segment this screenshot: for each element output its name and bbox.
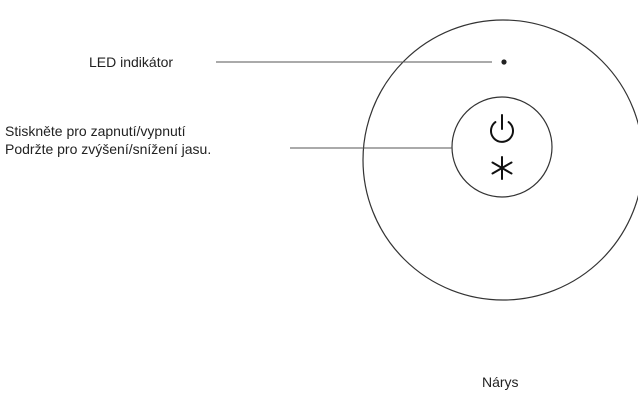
asterisk-icon [491,156,513,180]
power-icon [490,114,514,143]
button-hold-label: Podržte pro zvýšení/snížení jasu. [5,141,212,157]
view-caption: Nárys [482,374,519,390]
button-press-label: Stiskněte pro zapnutí/vypnutí [5,123,186,139]
device-body [362,19,638,301]
led-indicator-label: LED indikátor [89,54,174,70]
control-button[interactable] [451,96,553,198]
led-indicator-dot [501,59,507,65]
